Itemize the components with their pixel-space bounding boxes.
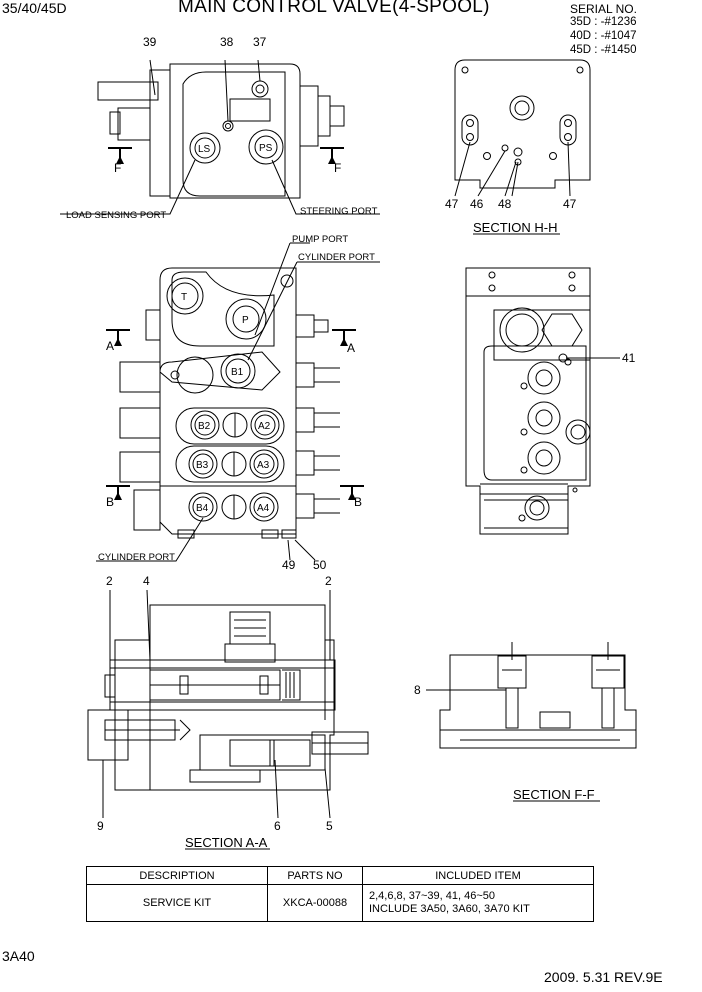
callout-50: 50 — [313, 558, 327, 572]
header-parts-no: PARTS NO — [267, 866, 363, 885]
header-included-item: INCLUDED ITEM — [362, 866, 594, 885]
section-hh-view — [454, 59, 591, 235]
port-a3: A3 — [257, 460, 270, 471]
section-aa-title: SECTION A-A — [185, 835, 268, 850]
section-mark-f-left: F — [114, 161, 121, 175]
callout-5: 5 — [326, 819, 333, 833]
callout-2-right: 2 — [325, 574, 332, 588]
included-line-1: 2,4,6,8, 37~39, 41, 46~50 — [369, 890, 496, 902]
callout-2-left: 2 — [106, 574, 113, 588]
port-ps: PS — [259, 143, 273, 154]
drawing-labels: 39 38 37 LS PS F F LOAD SENSING PORT STE… — [66, 35, 636, 850]
pump-port-label: PUMP PORT — [292, 234, 348, 245]
section-mark-a-right: A — [347, 341, 355, 355]
section-ff-view — [426, 642, 637, 802]
page-title: MAIN CONTROL VALVE(4-SPOOL) — [178, 0, 490, 17]
callout-41: 41 — [622, 351, 636, 365]
cell-included-item: 2,4,6,8, 37~39, 41, 46~50 INCLUDE 3A50, … — [362, 884, 594, 922]
port-t: T — [181, 292, 187, 303]
section-mark-b-right: B — [354, 495, 362, 509]
table-header-row: DESCRIPTION PARTS NO INCLUDED ITEM — [86, 866, 594, 885]
cell-description: SERVICE KIT — [86, 884, 268, 922]
callout-6: 6 — [274, 819, 281, 833]
callout-39: 39 — [143, 35, 157, 49]
callout-49: 49 — [282, 558, 296, 572]
port-b4: B4 — [196, 503, 209, 514]
port-a2: A2 — [258, 421, 271, 432]
section-mark-b-left: B — [106, 495, 114, 509]
serial-45d: 45D : -#1450 — [570, 44, 637, 56]
table-row: SERVICE KIT XKCA-00088 2,4,6,8, 37~39, 4… — [86, 884, 594, 922]
front-view — [96, 242, 380, 562]
top-view — [60, 59, 380, 215]
port-b2: B2 — [198, 421, 211, 432]
cylinder-port-top-label: CYLINDER PORT — [298, 252, 375, 263]
callout-47-left: 47 — [445, 197, 459, 211]
page-code: 3A40 — [2, 948, 35, 964]
section-mark-a-left: A — [106, 339, 114, 353]
port-ls: LS — [198, 144, 211, 155]
callout-38: 38 — [220, 35, 234, 49]
section-hh-title: SECTION H-H — [473, 220, 558, 235]
parts-table: DESCRIPTION PARTS NO INCLUDED ITEM SERVI… — [86, 866, 594, 922]
side-view — [465, 267, 620, 535]
callout-9: 9 — [97, 819, 104, 833]
serial-40d: 40D : -#1047 — [570, 30, 637, 42]
callout-8: 8 — [414, 683, 421, 697]
port-p: P — [242, 315, 249, 326]
section-mark-f-right: F — [334, 161, 341, 175]
section-aa-view — [87, 589, 369, 850]
steering-port-label: STEERING PORT — [300, 206, 378, 217]
load-sensing-port-label: LOAD SENSING PORT — [66, 210, 166, 221]
port-b1: B1 — [231, 367, 244, 378]
callout-48: 48 — [498, 197, 512, 211]
serial-35d: 35D : -#1236 — [570, 16, 637, 28]
serial-label: SERIAL NO. — [570, 2, 637, 16]
port-a4: A4 — [257, 503, 270, 514]
callout-4: 4 — [143, 574, 150, 588]
callout-46: 46 — [470, 197, 484, 211]
callout-37: 37 — [253, 35, 267, 49]
model-label: 35/40/45D — [2, 0, 67, 16]
section-arrows — [114, 156, 356, 500]
included-line-2: INCLUDE 3A50, 3A60, 3A70 KIT — [369, 903, 530, 915]
date-revision: 2009. 5.31 REV.9E — [544, 969, 663, 985]
cell-parts-no: XKCA-00088 — [267, 884, 363, 922]
callout-47-right: 47 — [563, 197, 577, 211]
section-ff-title: SECTION F-F — [513, 787, 595, 802]
header-description: DESCRIPTION — [86, 866, 268, 885]
port-b3: B3 — [196, 460, 209, 471]
cylinder-port-bottom-label: CYLINDER PORT — [98, 552, 175, 563]
